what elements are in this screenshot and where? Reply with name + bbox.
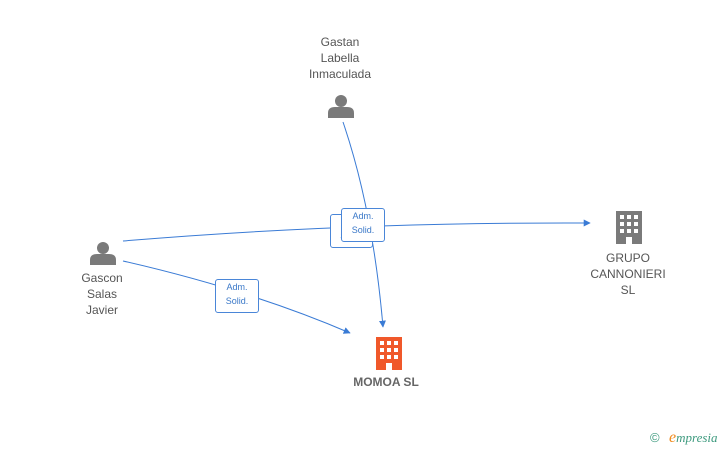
edge-tag-line1: Adm.	[352, 211, 374, 221]
edge-tag-gastan-momoa: Adm. Solid.	[341, 208, 385, 242]
edge-tag-line2: Solid.	[351, 225, 375, 235]
node-label-gascon[interactable]: Gascon Salas Javier	[81, 271, 123, 317]
node-label-momoa[interactable]: MOMOA SL	[353, 375, 419, 389]
edge-tag-line2: Solid.	[225, 296, 249, 306]
building-icon[interactable]	[376, 337, 402, 370]
node-label-gastan[interactable]: Gastan Labella Inmaculada	[308, 35, 372, 81]
copyright-symbol: ©	[650, 430, 660, 445]
person-icon[interactable]	[90, 242, 116, 265]
empresia-logo[interactable]: empresia	[669, 429, 718, 447]
node-label-grupo[interactable]: GRUPO CANNONIERI SL	[590, 251, 666, 297]
person-icon[interactable]	[328, 95, 354, 118]
edge-tag-gascon-momoa: Adm. Solid.	[215, 279, 259, 313]
building-icon[interactable]	[616, 211, 642, 244]
brand-rest: mpresia	[676, 430, 718, 445]
brand-initial: e	[669, 429, 677, 446]
edge-tag-line1: Adm.	[226, 282, 248, 292]
